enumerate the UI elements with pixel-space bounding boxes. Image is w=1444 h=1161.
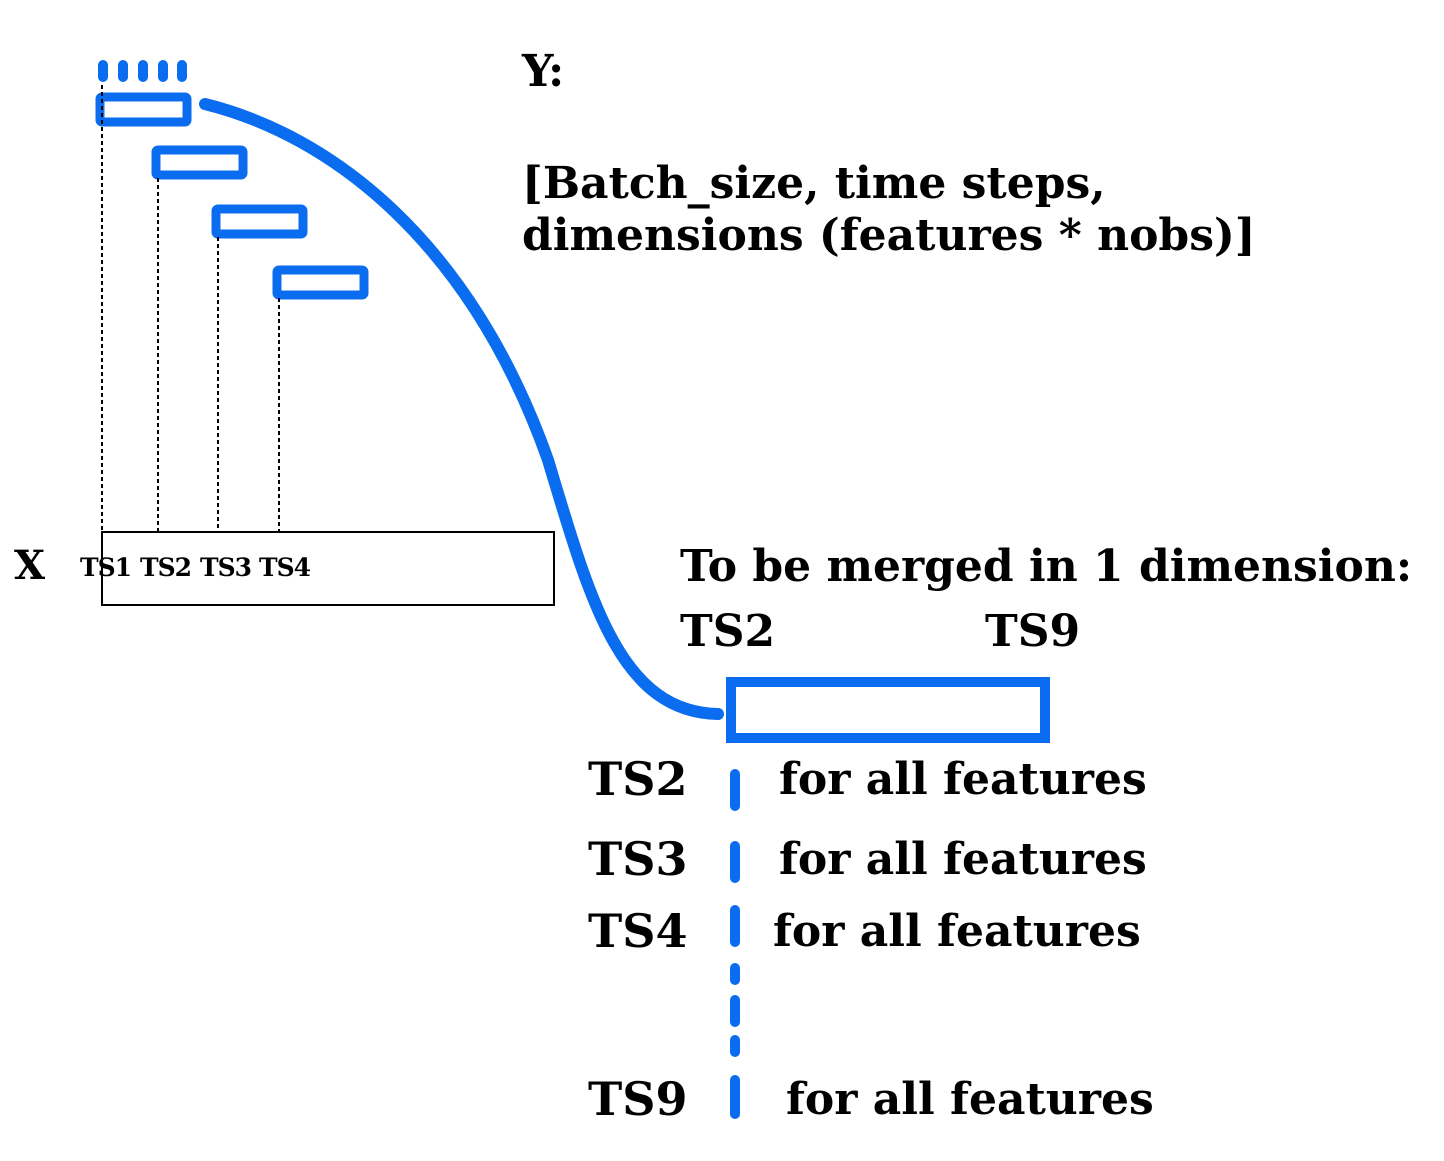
- y-title: Y:: [522, 46, 565, 97]
- row-ts-label: TS9: [588, 1072, 688, 1126]
- merged-box: [726, 677, 1050, 743]
- row-feature-text: for all features: [779, 754, 1147, 805]
- window-bar-2: [151, 145, 248, 180]
- row-ts-label: TS2: [588, 752, 688, 806]
- row-ts-label: TS3: [588, 832, 688, 886]
- row-feature-text: for all features: [786, 1074, 1154, 1125]
- window-bars: [95, 92, 369, 300]
- merge-start-label: TS2: [680, 606, 776, 657]
- merge-end-label: TS9: [985, 606, 1081, 657]
- window-bar-4: [272, 265, 369, 300]
- x-timestep-2: TS2: [140, 553, 192, 582]
- row-ts-label: TS4: [588, 904, 688, 958]
- x-timestep-3: TS3: [200, 553, 252, 582]
- x-input-box: [101, 531, 555, 606]
- row-feature-text: for all features: [773, 906, 1141, 957]
- row-feature-text: for all features: [779, 834, 1147, 885]
- merge-title: To be merged in 1 dimension:: [680, 541, 1413, 592]
- window-bar-1: [95, 92, 192, 127]
- drop-lines: [101, 85, 280, 532]
- x-timestep-4: TS4: [259, 553, 311, 582]
- y-shape-line-2: dimensions (features * nobs)]: [522, 210, 1256, 261]
- connector-curve: [199, 98, 724, 720]
- top-tick-marks: [98, 60, 187, 82]
- x-timestep-1: TS1: [80, 553, 132, 582]
- y-shape-line-1: [Batch_size, time steps,: [522, 158, 1106, 209]
- x-label: X: [14, 542, 46, 589]
- y-shape-text: [Batch_size, time steps, dimensions (fea…: [522, 158, 1256, 262]
- window-bar-3: [211, 204, 308, 239]
